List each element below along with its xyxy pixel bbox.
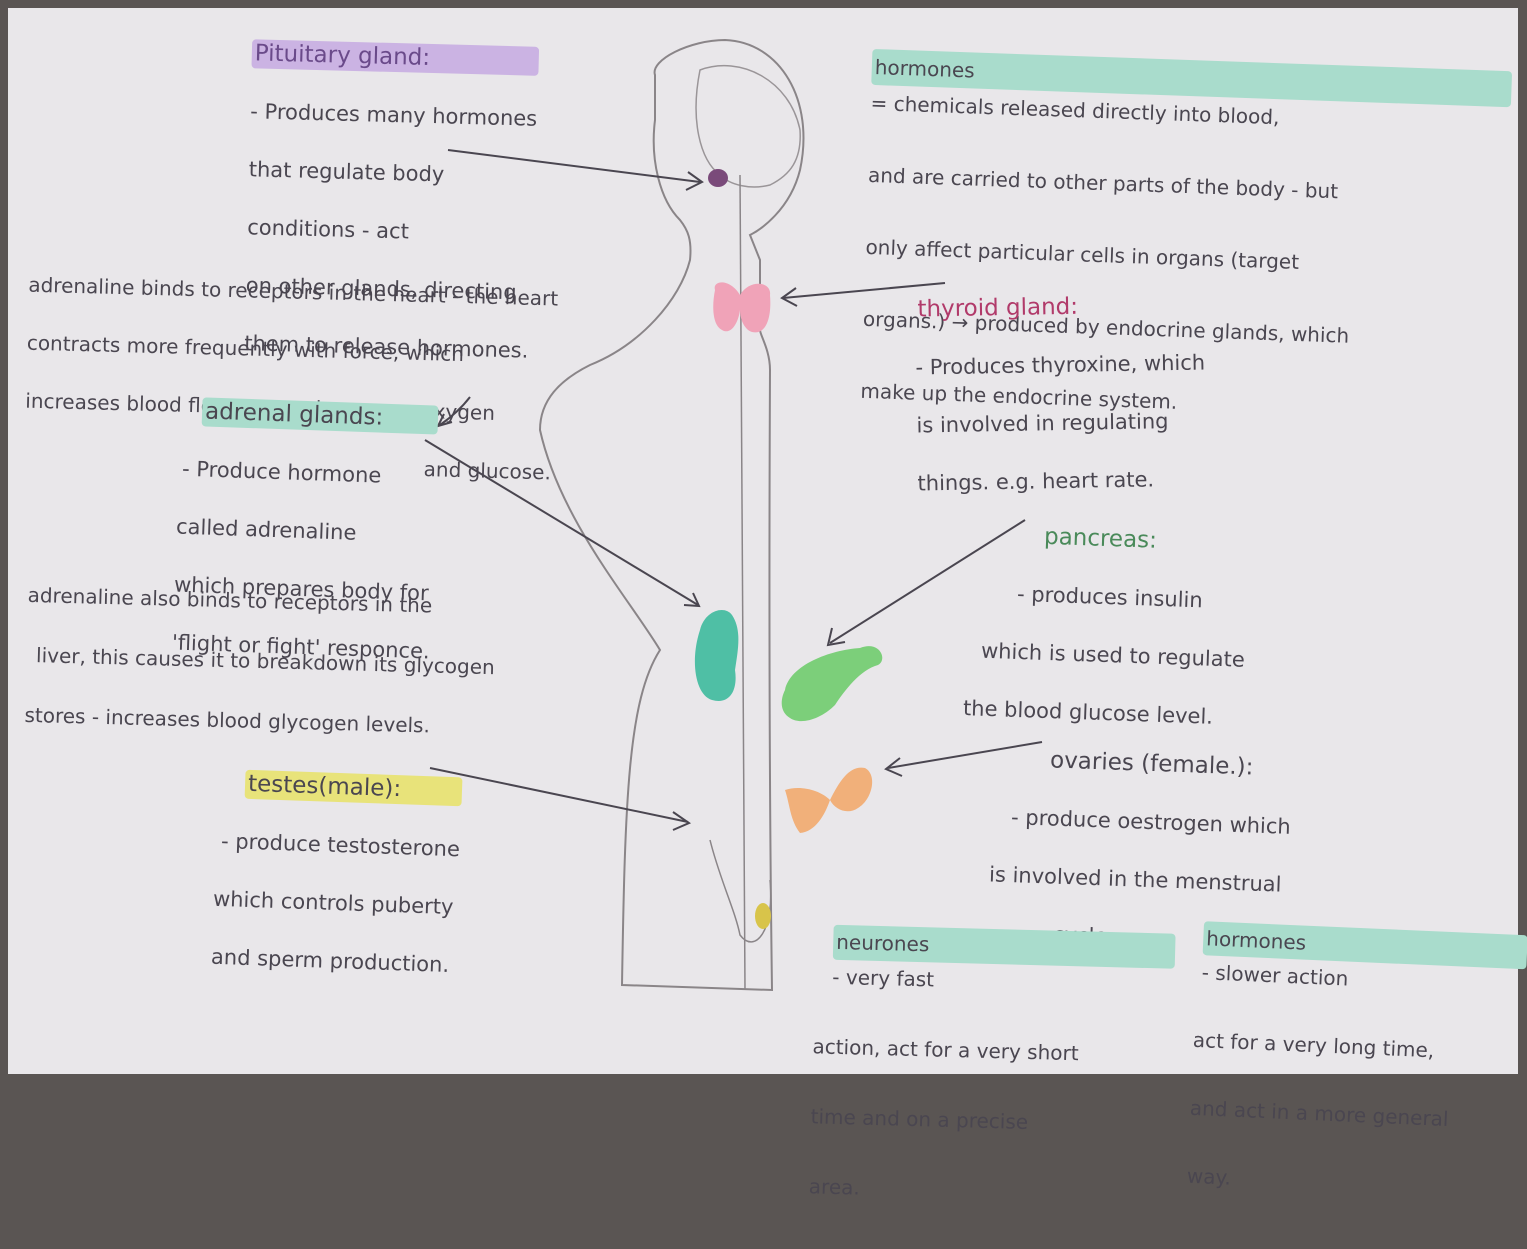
testes-line-1: - produce testosterone — [220, 828, 461, 862]
thyroid-arrowhead — [780, 287, 798, 307]
ovaries-arrowhead — [884, 757, 903, 777]
adrenal-arrow — [424, 439, 699, 606]
hormones-compare-line-1: - slower action — [1201, 960, 1349, 991]
ovaries-arrow — [887, 741, 1043, 769]
hormones-definition-line-1: = chemicals released directly into blood… — [870, 90, 1280, 130]
pancreas-arrow — [829, 519, 1026, 644]
testes-arrowhead — [672, 811, 692, 831]
neurones-line-2: action, act for a very short — [812, 1034, 1079, 1066]
adrenaline-heart-arrow — [439, 396, 471, 426]
pancreas-arrowhead — [826, 627, 846, 647]
pituitary-arrow — [447, 149, 701, 183]
pancreas-title: pancreas: — [1043, 523, 1158, 554]
body-outline — [538, 38, 805, 992]
pituitary-line-2: that regulate body — [248, 157, 445, 187]
adrenal-line-2: called adrenaline — [175, 514, 357, 545]
adrenal-title: adrenal glands: — [201, 397, 439, 435]
adrenal-arrowhead — [683, 592, 701, 608]
hormones-compare-line-3: and act in a more general — [1189, 1095, 1450, 1132]
testes-arrow — [429, 767, 689, 823]
ovaries-shape — [785, 767, 873, 833]
hormones-compare-line-4: way. — [1186, 1163, 1232, 1190]
adrenal-line-1: - Produce hormone — [181, 456, 382, 488]
neurones-line-1: - very fast — [832, 964, 935, 992]
pituitary-gland-shape — [708, 169, 728, 187]
thyroid-title: thyroid gland: — [917, 293, 1079, 323]
pituitary-title: Pituitary gland: — [251, 39, 540, 76]
ovaries-line-1: - produce oestrogen which — [1010, 805, 1292, 839]
pancreas-line-1: - produces insulin — [1016, 581, 1204, 613]
thyroid-line-2: is involved in regulating — [916, 409, 1169, 438]
hormones-compare-line-2: act for a very long time, — [1192, 1027, 1435, 1063]
neurones-line-3: time and on a precise — [810, 1104, 1029, 1134]
testes-line-3: and sperm production. — [210, 944, 450, 977]
adrenaline-liver-line-1: adrenaline also binds to receptors in th… — [27, 582, 433, 618]
pancreas-line-2: which is used to regulate — [980, 638, 1246, 672]
pituitary-line-3: conditions - act — [246, 215, 410, 244]
thyroid-note: thyroid gland: - Produces thyroxine, whi… — [914, 261, 1208, 527]
hormones-definition-line-2: and are carried to other parts of the bo… — [867, 162, 1339, 204]
thyroid-line-1: - Produces thyroxine, which — [915, 350, 1206, 380]
brain-outline — [695, 65, 801, 188]
neurones-line-4: area. — [808, 1174, 861, 1200]
adrenaline-heart-line-1: adrenaline binds to receptors in the hea… — [28, 272, 559, 311]
thyroid-gland-shape — [713, 282, 771, 333]
adrenaline-liver-note: adrenaline also binds to receptors in th… — [23, 550, 648, 776]
testes-line-2: which controls puberty — [212, 886, 454, 920]
neurones-term: neurones — [832, 924, 1176, 969]
neurones-note: neurones - very fast action, act for a v… — [807, 889, 1176, 1248]
testes-shape — [755, 903, 771, 929]
testes-note: testes(male): - produce testosterone whi… — [210, 740, 464, 1009]
testes-title: testes(male): — [244, 769, 463, 807]
ovaries-title: ovaries (female.): — [1049, 747, 1254, 781]
thyroid-arrow — [782, 282, 946, 299]
endocrine-diagram — [424, 38, 1043, 992]
adrenaline-liver-line-2: liver, this causes it to breakdown its g… — [35, 643, 496, 680]
adrenaline-heart-line-2: contracts more frequently with force, wh… — [26, 330, 465, 367]
pituitary-arrowhead — [685, 171, 704, 191]
hormones-compare-note: hormones - slower action act for a very … — [1185, 887, 1527, 1241]
pituitary-line-1: - Produces many hormones — [250, 99, 538, 131]
pancreas-shape — [781, 646, 883, 722]
thyroid-line-3: things. e.g. heart rate. — [917, 467, 1155, 496]
adrenaline-heart-arrowhead — [436, 413, 453, 428]
adrenaline-liver-line-3: stores - increases blood glycogen levels… — [24, 702, 431, 738]
adrenal-gland-shape — [694, 610, 739, 701]
